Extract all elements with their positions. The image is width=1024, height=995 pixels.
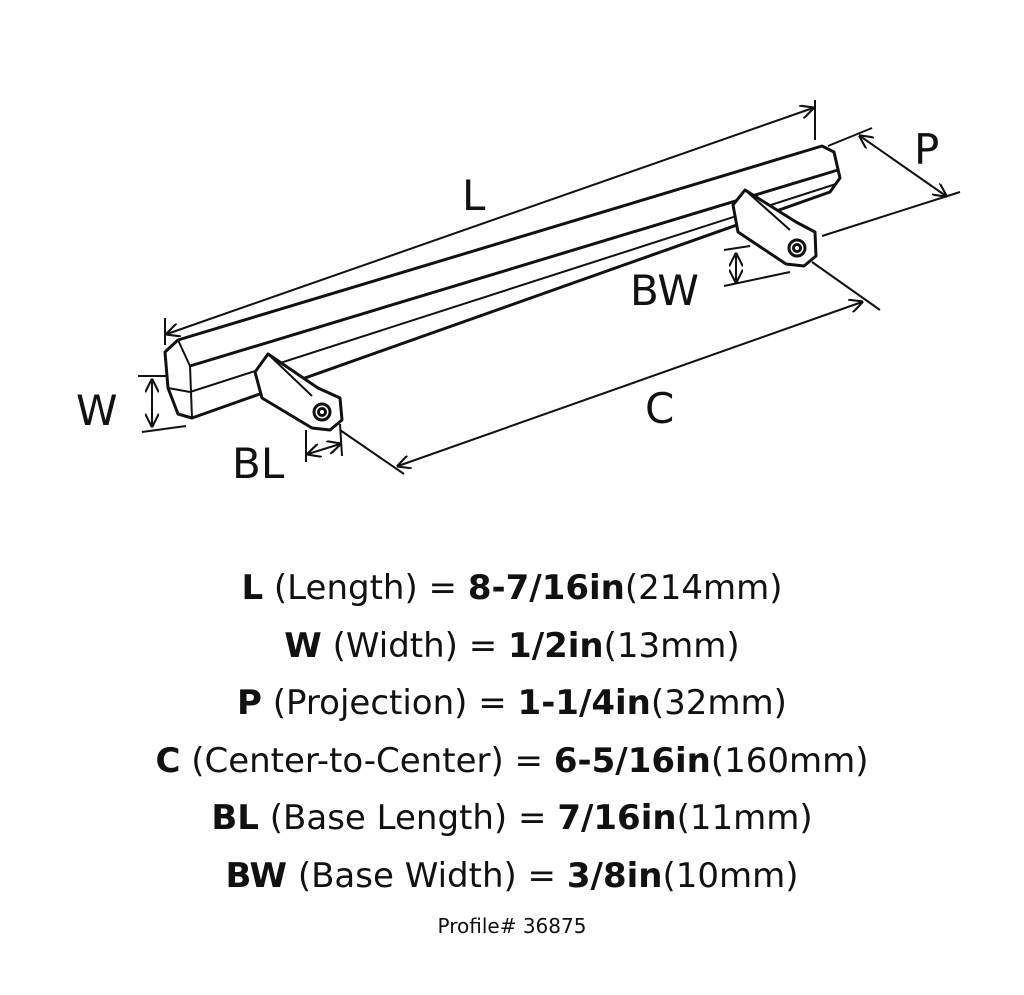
label-P: P — [914, 125, 939, 174]
label-W: W — [76, 386, 118, 435]
spec-length: L (Length) = 8-7/16in(214mm) — [241, 568, 783, 608]
profile-number: Profile# 36875 — [437, 914, 587, 938]
label-BW: BW — [630, 266, 699, 315]
spec-base-length: BL (Base Length) = 7/16in(11mm) — [211, 798, 813, 838]
left-post — [253, 352, 344, 432]
label-C: C — [645, 384, 674, 433]
label-BL: BL — [232, 439, 285, 488]
spec-center-to-center: C (Center-to-Center) = 6-5/16in(160mm) — [155, 740, 869, 781]
spec-base-width: BW (Base Width) = 3/8in(10mm) — [225, 855, 799, 896]
label-L: L — [462, 171, 486, 220]
spec-list: L (Length) = 8-7/16in(214mm) W (Width) =… — [0, 560, 1024, 905]
spec-projection: P (Projection) = 1-1/4in(32mm) — [237, 683, 787, 723]
dimension-lines — [138, 100, 961, 475]
handle-drawing: L P BW W C BL — [76, 100, 961, 488]
spec-width: W (Width) = 1/2in(13mm) — [284, 625, 740, 666]
